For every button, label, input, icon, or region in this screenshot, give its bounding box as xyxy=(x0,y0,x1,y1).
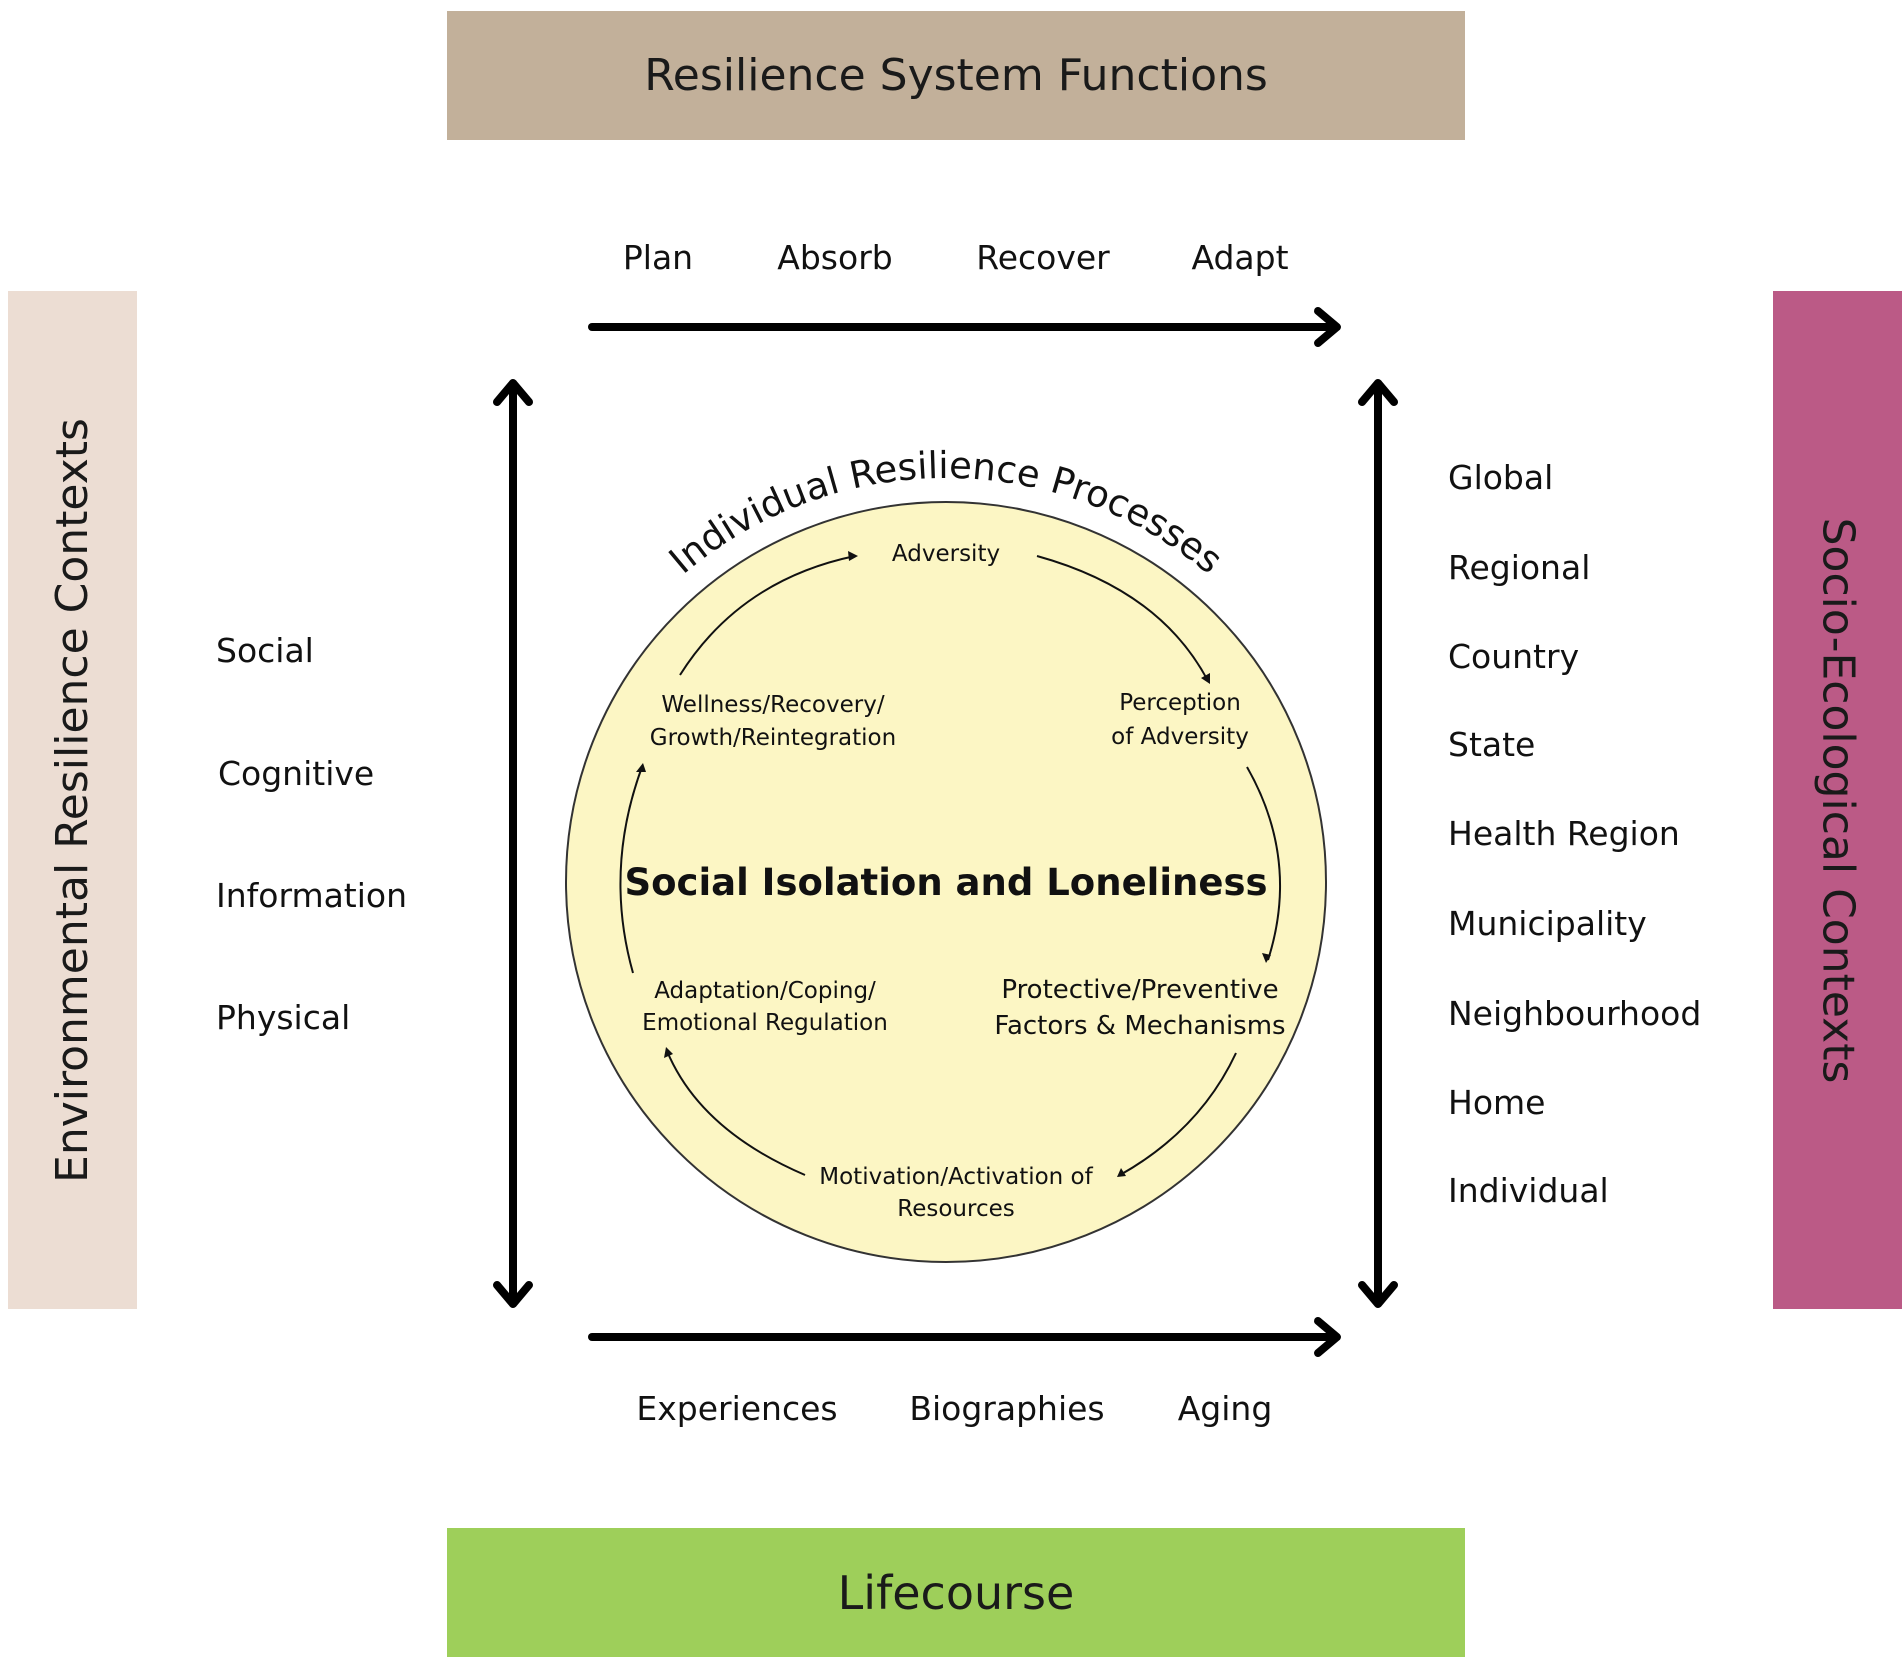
env-context-physical: Physical xyxy=(216,998,351,1037)
function-recover: Recover xyxy=(976,238,1110,277)
function-plan: Plan xyxy=(622,238,694,277)
socio-context-regional: Regional xyxy=(1448,548,1591,587)
socio-context-home: Home xyxy=(1448,1083,1546,1122)
function-adapt: Adapt xyxy=(1191,238,1289,277)
step-adversity: Adversity xyxy=(892,541,1000,567)
cycle-arrows xyxy=(619,555,1281,1176)
socio-context-global: Global xyxy=(1448,458,1554,497)
lifecourse-title: Lifecourse xyxy=(837,1565,1075,1620)
lifecourse-biographies: Biographies xyxy=(909,1389,1105,1428)
center-title: Social Isolation and Loneliness xyxy=(624,861,1267,904)
lifecourse-aging: Aging xyxy=(1177,1389,1273,1428)
resilience-system-functions-title: Resilience System Functions xyxy=(644,50,1268,101)
socio-context-neighbourhood: Neighbourhood xyxy=(1448,994,1702,1033)
lifecourse-box: Lifecourse xyxy=(447,1528,1465,1657)
step-wellness-line1: Wellness/Recovery/ xyxy=(661,692,884,718)
socio-context-municipality: Municipality xyxy=(1448,904,1647,943)
top-arrow xyxy=(588,307,1341,347)
function-absorb: Absorb xyxy=(777,238,893,277)
env-context-information: Information xyxy=(216,876,408,915)
lifecourse-experiences: Experiences xyxy=(636,1389,838,1428)
step-adaptation-line1: Adaptation/Coping/ xyxy=(654,978,876,1004)
step-wellness-line2: Growth/Reintegration xyxy=(650,725,896,751)
right-double-arrow xyxy=(1358,379,1398,1308)
step-motivation-line2: Resources xyxy=(897,1196,1014,1222)
step-adaptation-line2: Emotional Regulation xyxy=(642,1010,888,1036)
step-motivation-line1: Motivation/Activation of xyxy=(819,1164,1093,1190)
socio-context-state: State xyxy=(1448,725,1536,764)
step-perception-line2: of Adversity xyxy=(1111,724,1249,750)
socio-context-country: Country xyxy=(1448,637,1580,676)
socio-context-individual: Individual xyxy=(1448,1171,1609,1210)
resilience-system-functions-box: Resilience System Functions xyxy=(447,11,1465,140)
central-circle xyxy=(565,501,1327,1263)
env-context-social: Social xyxy=(216,631,314,670)
socio-context-health-region: Health Region xyxy=(1448,814,1680,853)
left-double-arrow xyxy=(493,379,533,1308)
step-perception-line1: Perception xyxy=(1119,690,1241,716)
socio-ecological-contexts-box: Socio-Ecological Contexts xyxy=(1773,291,1902,1309)
bottom-arrow xyxy=(588,1317,1341,1357)
environmental-resilience-contexts-box: Environmental Resilience Contexts xyxy=(8,291,137,1309)
cycle-arrowheads xyxy=(636,551,1271,1177)
step-protective-line1: Protective/Preventive xyxy=(1001,975,1278,1005)
step-protective-line2: Factors & Mechanisms xyxy=(994,1011,1285,1041)
env-context-cognitive: Cognitive xyxy=(218,754,375,793)
